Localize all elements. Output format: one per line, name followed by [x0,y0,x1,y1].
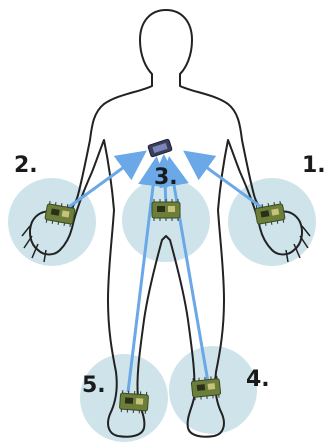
label-hub-3: 3. [154,165,178,190]
hub-device-icon [148,139,173,157]
label-sensor-1: 1. [302,153,326,178]
label-sensor-4: 4. [246,367,270,392]
sensor-board-icon-3 [152,199,180,221]
label-sensor-2: 2. [14,153,38,178]
label-sensor-5: 5. [82,373,106,398]
